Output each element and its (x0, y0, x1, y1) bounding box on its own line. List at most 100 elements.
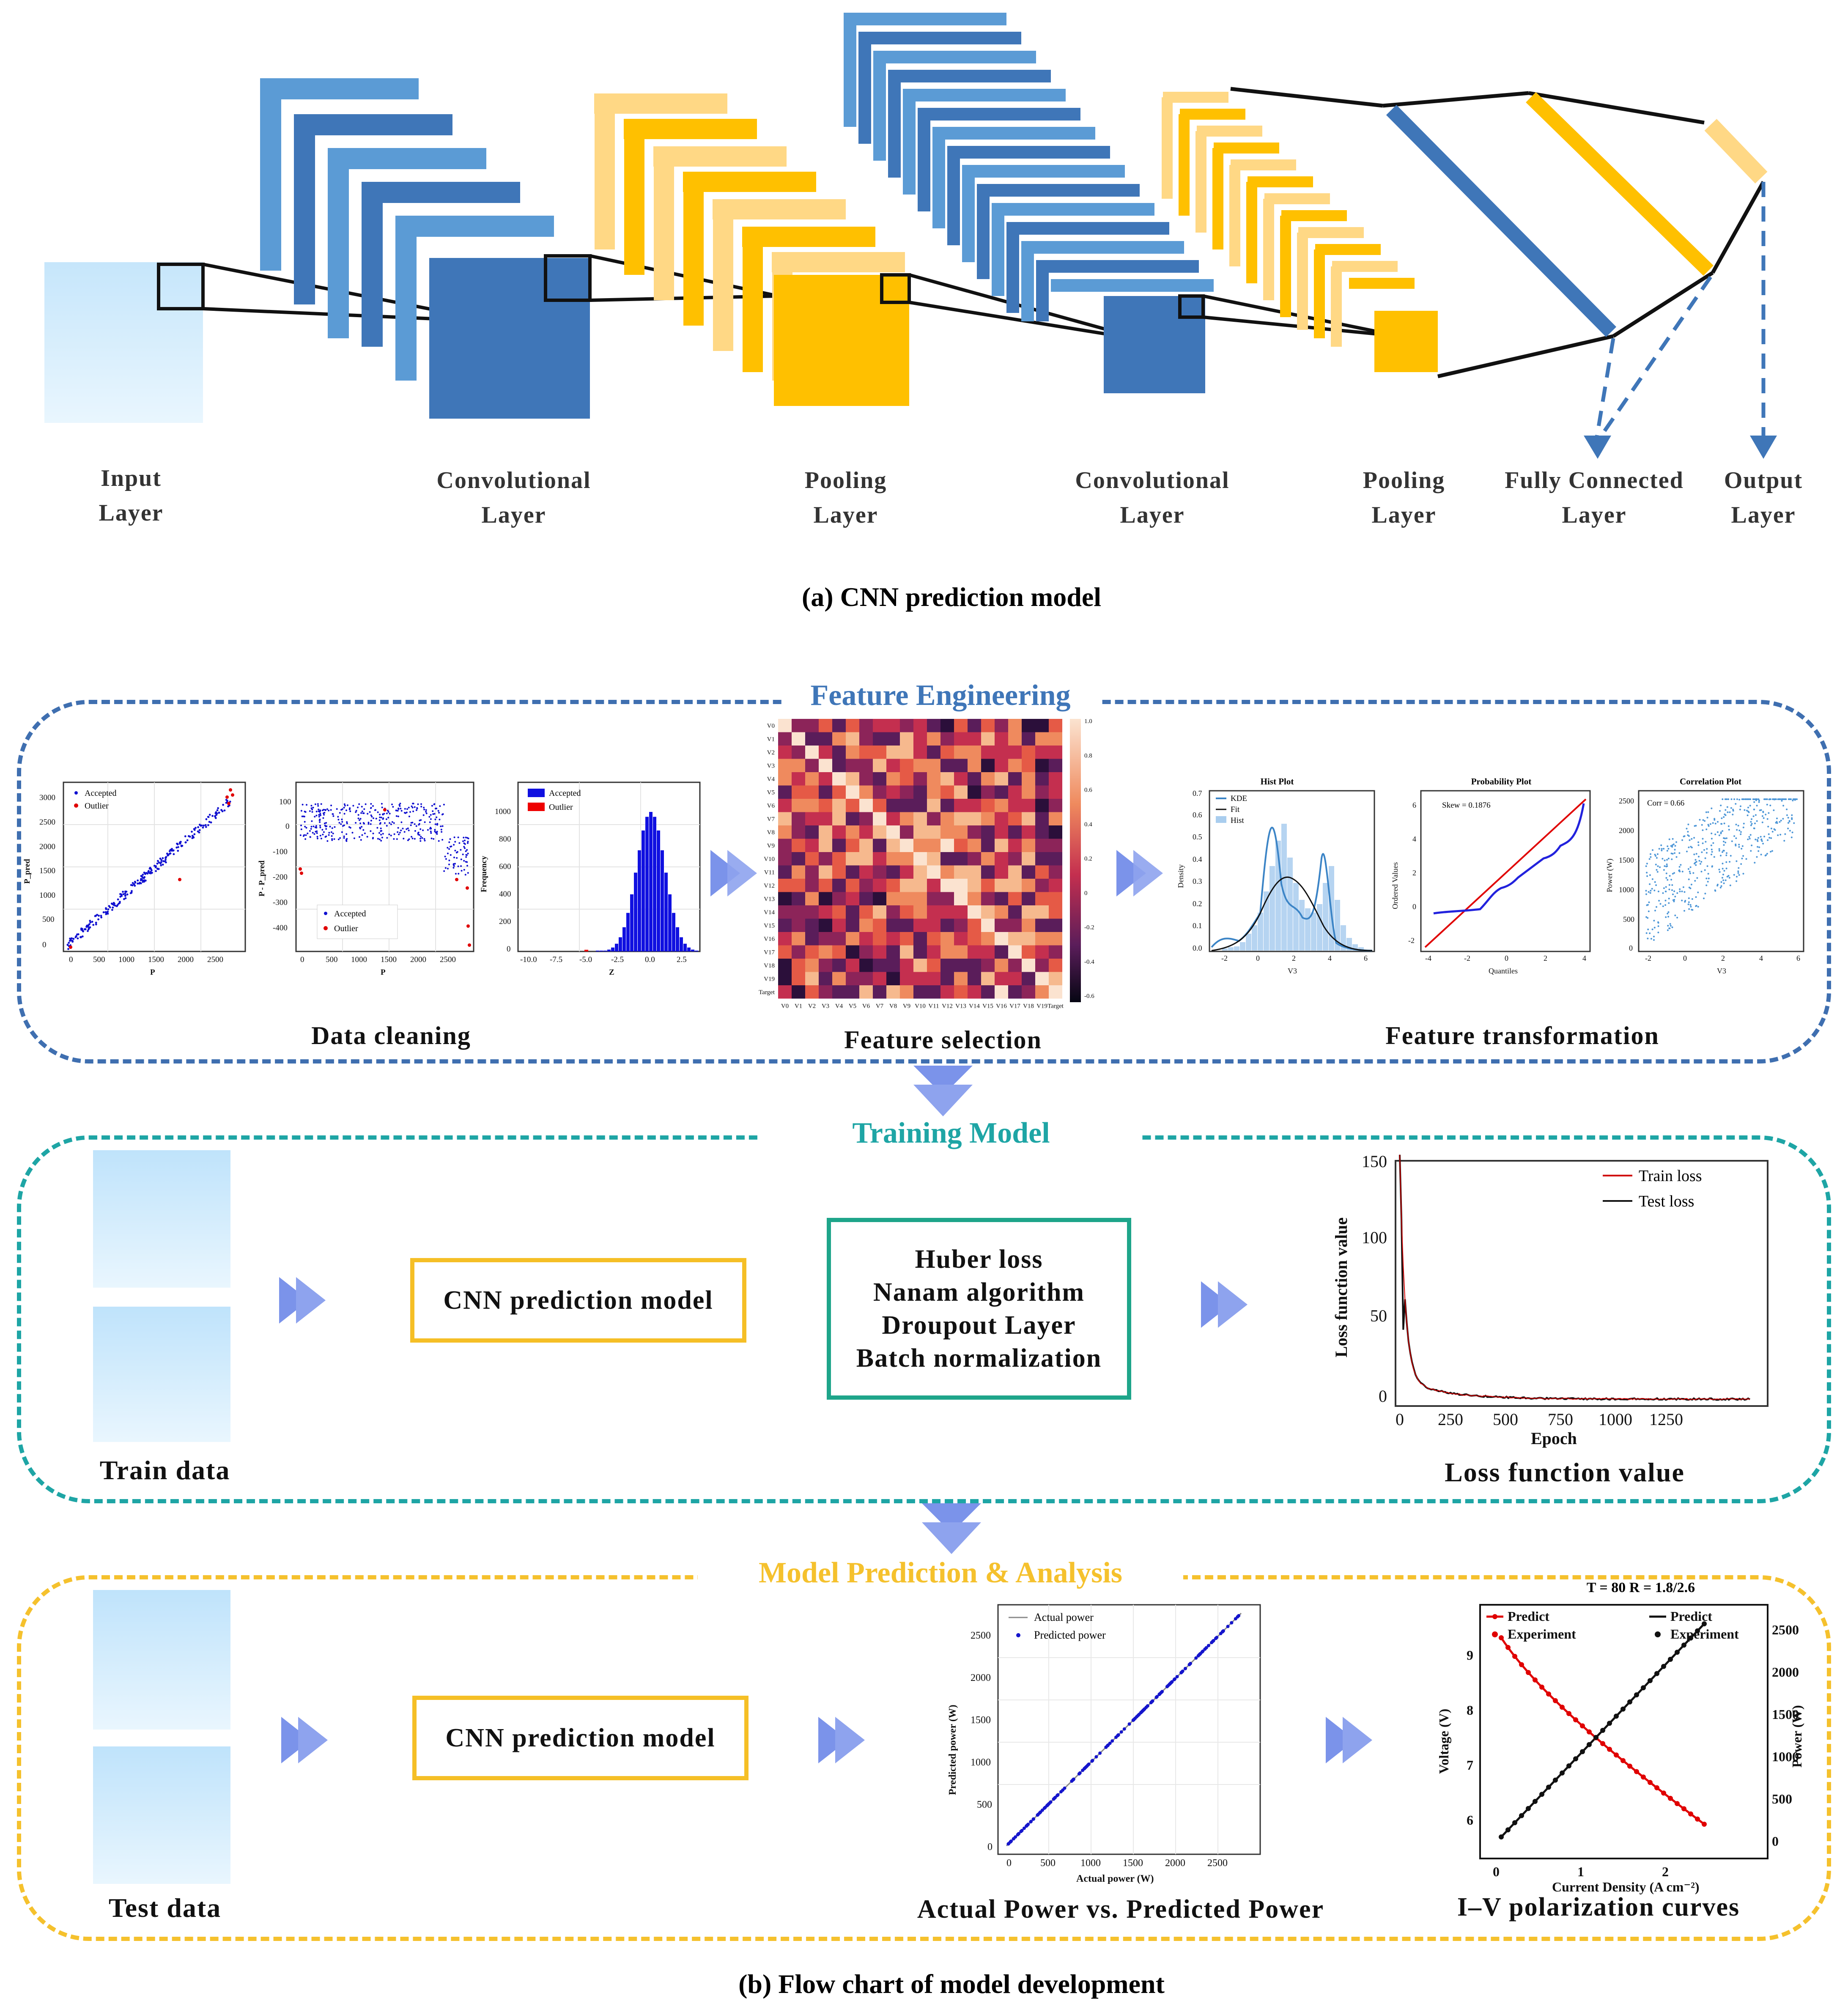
plot1-point (205, 818, 208, 820)
corr-xtick: 2 (1721, 954, 1725, 962)
heatmap-row-label: Target (759, 989, 775, 996)
corr-point (1793, 798, 1796, 800)
heatmap-row-label: V2 (767, 749, 775, 756)
corr-point (1725, 809, 1727, 811)
plot2-point (325, 825, 327, 828)
hist-bar (1335, 900, 1340, 951)
corr-ytick: 500 (1623, 915, 1634, 924)
plot2-point (326, 840, 329, 842)
p3-ytick: 600 (499, 862, 511, 871)
hist-bar (1228, 947, 1234, 951)
hist-ytick: 0.1 (1193, 921, 1202, 930)
plot2-point (452, 867, 455, 869)
p3-xtick: 2.5 (677, 955, 687, 964)
corr-point (1736, 876, 1738, 878)
prob-xtick: -4 (1425, 954, 1431, 962)
plot2-point (396, 838, 398, 840)
heatmap-cell (913, 785, 927, 799)
corr-point (1688, 846, 1690, 848)
plot2-point (436, 823, 439, 825)
corr-point (1648, 910, 1650, 913)
corr-point (1697, 891, 1699, 894)
training-title: Training Model (761, 1116, 1141, 1150)
plot2-point (352, 805, 354, 807)
corr-point (1711, 807, 1713, 809)
heatmap-cell (940, 918, 954, 932)
plot2-point (361, 826, 363, 828)
corr-point (1736, 860, 1738, 862)
heatmap-cell (981, 865, 995, 879)
loss-train-line (1399, 1154, 1750, 1401)
heatmap-cell (792, 839, 805, 852)
hist-bars (1222, 824, 1364, 951)
heatmap-cell (873, 945, 886, 959)
corr-point (1686, 828, 1688, 830)
corr-point (1648, 891, 1650, 893)
heatmap-cell (778, 812, 792, 825)
p3-xtick: 0.0 (645, 955, 655, 964)
caption-loss-function: Loss function value (1445, 1457, 1685, 1487)
corr-point (1678, 866, 1681, 868)
corr-point (1665, 866, 1667, 868)
plot1-point (154, 866, 157, 869)
corr-point (1774, 798, 1775, 800)
heatmap-cell (1022, 839, 1035, 852)
heatmap-cell (1049, 959, 1062, 972)
plot2-point (420, 836, 422, 838)
corr-point (1712, 822, 1714, 824)
heatmap-cell (968, 746, 981, 759)
plot2-point (467, 852, 469, 855)
plot1-point (147, 871, 150, 873)
corr-point (1704, 869, 1706, 871)
corr-point (1761, 840, 1763, 842)
corr-point (1703, 897, 1705, 899)
plot1-point (132, 882, 134, 884)
plot2-point (432, 810, 434, 812)
plot2-outlier (468, 943, 471, 947)
corr-point (1776, 817, 1778, 820)
plot2-point (422, 829, 424, 831)
corr-point (1689, 871, 1691, 873)
corr-point (1725, 842, 1727, 844)
corr-point (1704, 857, 1706, 859)
heatmap-cell (927, 985, 940, 999)
corr-point (1782, 798, 1784, 800)
heatmap-cell (900, 746, 913, 759)
plot1-point (88, 923, 90, 926)
corr-point (1646, 872, 1648, 874)
corr-point (1718, 850, 1720, 852)
heatmap-col-label: V6 (862, 1003, 870, 1010)
corr-point (1707, 881, 1709, 883)
heatmap-cell (792, 746, 805, 759)
plot1-point (137, 883, 139, 885)
plot2-outlier (300, 872, 303, 875)
heatmap-cell (940, 785, 954, 799)
iv-power-point (1702, 1621, 1707, 1626)
heatmap-cell (846, 812, 859, 825)
training-techniques-box: Huber loss Nanam algorithm Droupout Laye… (827, 1218, 1131, 1400)
heatmap-row-label: V16 (764, 936, 775, 943)
heatmap-cell (1008, 879, 1022, 892)
plot1-outlier (225, 795, 229, 799)
heatmap-cell (819, 879, 832, 892)
corr-point (1736, 829, 1738, 831)
corr-point (1766, 818, 1768, 820)
corr-point (1669, 927, 1671, 929)
plot2-point (376, 827, 378, 829)
plot2-point (467, 842, 469, 844)
heatmap-cell (792, 945, 805, 959)
plot1-point (144, 873, 146, 875)
plot2-point (411, 805, 413, 807)
loss-xtick: 1000 (1598, 1410, 1632, 1429)
heatmap-cell (940, 839, 954, 852)
plot2-point (407, 839, 409, 842)
plot2-point (378, 838, 381, 840)
predicted-point (1210, 1641, 1214, 1645)
heatmap-cell (940, 772, 954, 786)
corr-point (1738, 846, 1740, 848)
heatmap-cell (1008, 746, 1022, 759)
heatmap-cell (873, 905, 886, 919)
plot2-point (337, 816, 339, 818)
corr-point (1729, 884, 1731, 886)
plot2-point (357, 806, 359, 809)
